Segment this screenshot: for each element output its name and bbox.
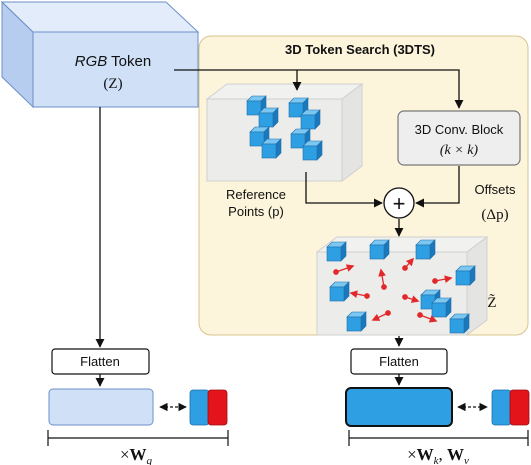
conv-block-kernel: (k × k) bbox=[440, 143, 479, 158]
sum-node-symbol: + bbox=[393, 191, 406, 216]
query-token-red bbox=[207, 389, 228, 426]
key-value-token-red bbox=[509, 389, 530, 426]
key-value-token-bar bbox=[345, 387, 453, 427]
query-weight-label: ×Wq bbox=[120, 445, 153, 465]
z-tilde-label: Z̃ bbox=[487, 294, 496, 311]
conv-block bbox=[397, 110, 521, 166]
key-value-weight-label: ×Wk, Wv bbox=[407, 445, 469, 465]
key-value-token-blue bbox=[491, 389, 512, 426]
reference-label-2: Points (p) bbox=[228, 204, 284, 219]
offsets-label-1: Offsets bbox=[475, 182, 516, 197]
3dts-title: 3D Token Search (3DTS) bbox=[285, 42, 435, 57]
flatten-right-label: Flatten bbox=[379, 354, 419, 369]
query-token-blue bbox=[189, 389, 210, 426]
rgb-token-label: RGB Token bbox=[75, 53, 151, 70]
rgb-token-symbol: (Z) bbox=[103, 76, 122, 92]
reference-label-1: Reference bbox=[226, 187, 286, 202]
offsets-label-2: (Δp) bbox=[481, 207, 508, 223]
query-token-bar bbox=[48, 388, 154, 426]
flatten-right-box bbox=[350, 348, 448, 375]
conv-block-title: 3D Conv. Block bbox=[415, 122, 504, 137]
flatten-left-box bbox=[51, 348, 150, 375]
rgb-token-block bbox=[0, 0, 200, 109]
query-bracket bbox=[47, 430, 229, 446]
offset-arrows bbox=[333, 257, 453, 323]
connectors bbox=[95, 69, 464, 387]
sum-node bbox=[383, 187, 415, 219]
key-value-bracket bbox=[348, 430, 529, 446]
flatten-left-label: Flatten bbox=[80, 354, 120, 369]
reference-points-volume bbox=[205, 83, 364, 182]
